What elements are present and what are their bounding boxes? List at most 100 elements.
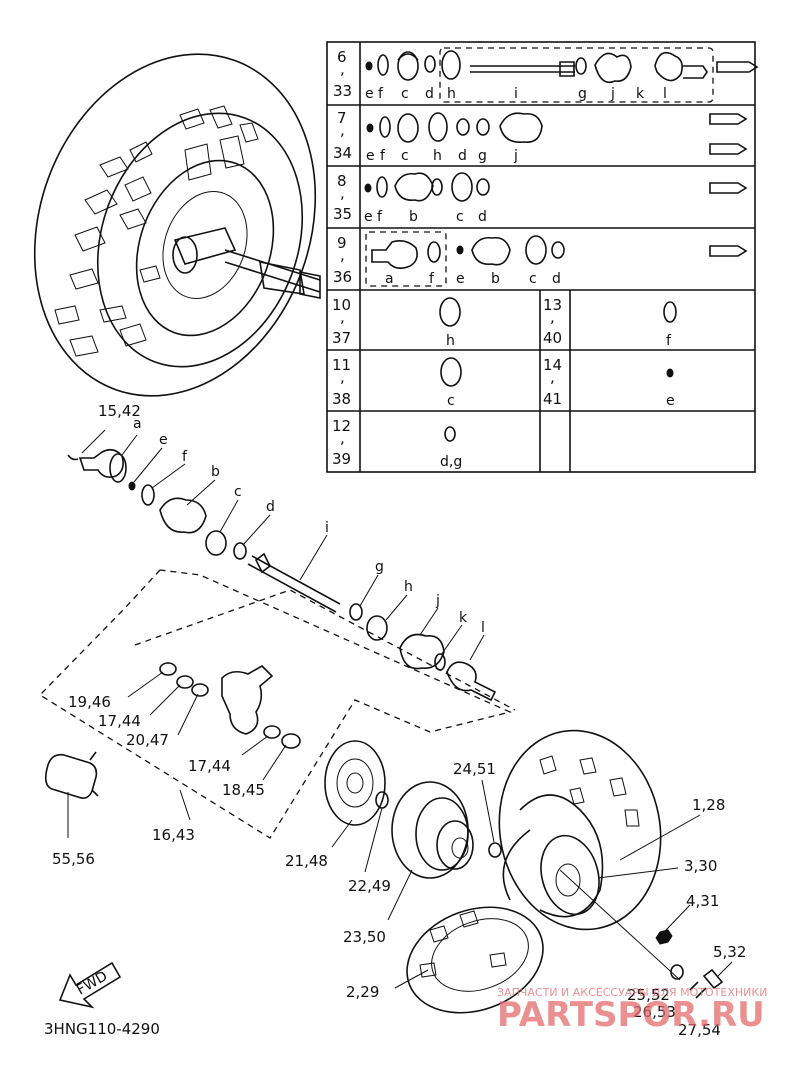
hub-leader-lines <box>331 779 733 989</box>
callout-15-42: 15,42 <box>98 402 141 420</box>
table-rows-10-14-letters: h f c e d,g <box>440 333 675 470</box>
diagram-code: 3HNG110-4290 <box>44 1020 160 1038</box>
row-6-num-b: , <box>340 60 345 78</box>
table-row-9-parts <box>365 231 748 287</box>
callout-h: h <box>404 579 413 595</box>
table-row-8-parts <box>364 172 748 202</box>
table-row-6-letters: e f c d h i g j k l <box>365 86 667 102</box>
row-7-letter: j <box>513 148 518 164</box>
row-11-num-c: 38 <box>332 390 351 408</box>
callout-23-50: 23,50 <box>343 928 386 946</box>
callout-16-43: 16,43 <box>152 826 195 844</box>
row-7-letter: g <box>478 148 487 164</box>
row-11-letter: c <box>447 393 455 409</box>
callout-e: e <box>159 432 168 448</box>
row-8-letter: c <box>456 209 464 225</box>
callout-24-51: 24,51 <box>453 760 496 778</box>
row-10-num-b: , <box>340 308 345 326</box>
callout-c: c <box>234 484 242 500</box>
row-12-num-c: 39 <box>332 450 351 468</box>
row-8-letter: d <box>478 209 487 225</box>
row-12-num-b: , <box>340 429 345 447</box>
table-row-9-letters: a f e b c d <box>385 271 561 287</box>
row-9-letter: e <box>456 271 465 287</box>
callout-55-56: 55,56 <box>52 850 95 868</box>
row-6-letter: j <box>610 86 615 102</box>
row-6-letter: c <box>401 86 409 102</box>
row-8-num-b: , <box>340 184 345 202</box>
table-row-7-parts <box>366 112 748 155</box>
row-13-num-c: 40 <box>543 329 562 347</box>
row-6-letter: e <box>365 86 374 102</box>
callout-17-44-upper: 17,44 <box>98 712 141 730</box>
table-row-7-letters: e f c h d g j <box>366 148 518 164</box>
watermark: ЗАПЧАСТИ И АКСЕССУАРЫ ДЛЯ МОТОТЕХНИКИ PA… <box>497 986 767 1035</box>
callout-labels: 15,42 a e f b c d i g h j k l 19,46 17,4… <box>52 402 746 1039</box>
callout-20-47: 20,47 <box>126 731 169 749</box>
wheel-tire-top <box>33 53 317 397</box>
parts-table <box>326 41 756 473</box>
row-12-letter: d,g <box>440 454 462 470</box>
knuckle-leader-lines <box>67 671 287 838</box>
fwd-arrow-icon: FWD <box>58 961 122 1009</box>
table-rows-10-14-parts <box>439 297 677 442</box>
row-14-letter: e <box>666 393 675 409</box>
callout-g: g <box>375 559 384 575</box>
row-7-num-b: , <box>340 121 345 139</box>
row-8-letter: e <box>364 209 373 225</box>
callout-j: j <box>435 593 440 609</box>
row-9-num-c: 36 <box>333 268 352 286</box>
row-13-letter: f <box>666 333 672 349</box>
row-8-letter: f <box>377 209 383 225</box>
row-11-num-a: 11 <box>332 356 351 374</box>
row-7-letter: c <box>401 148 409 164</box>
table-row-6-parts <box>365 47 759 103</box>
row-6-letter: h <box>447 86 456 102</box>
row-9-letter: c <box>529 271 537 287</box>
row-10-letter: h <box>446 333 455 349</box>
row-13-num-b: , <box>550 308 555 326</box>
callout-18-45: 18,45 <box>222 781 265 799</box>
row-9-num-b: , <box>340 246 345 264</box>
callout-2-29: 2,29 <box>346 983 379 1001</box>
row-10-num-a: 10 <box>332 296 351 314</box>
row-13-num-a: 13 <box>543 296 562 314</box>
callout-b: b <box>211 464 220 480</box>
knuckle-assembly <box>38 569 516 839</box>
wheel-tire-bottom <box>406 729 724 1014</box>
row-6-letter: d <box>425 86 434 102</box>
watermark-line-2: PARTSPOR.RU <box>497 995 765 1035</box>
watermark-line-1: ЗАПЧАСТИ И АКСЕССУАРЫ ДЛЯ МОТОТЕХНИКИ <box>497 986 767 999</box>
row-9-letter: f <box>429 271 435 287</box>
table-row-numbers: 6 , 33 7 , 34 8 , 35 9 , 36 10 , 37 13 ,… <box>332 48 562 468</box>
callout-1-28: 1,28 <box>692 796 725 814</box>
row-8-num-a: 8 <box>337 172 347 190</box>
callout-21-48: 21,48 <box>285 852 328 870</box>
row-6-letter: f <box>378 86 384 102</box>
row-8-num-c: 35 <box>333 205 352 223</box>
row-6-letter: g <box>578 86 587 102</box>
row-14-num-a: 14 <box>543 356 562 374</box>
axle-in-wheel <box>172 227 321 299</box>
row-6-num-c: 33 <box>333 82 352 100</box>
row-6-letter: l <box>663 86 667 102</box>
row-7-num-a: 7 <box>337 109 347 127</box>
row-14-num-c: 41 <box>543 390 562 408</box>
row-6-letter: k <box>636 86 645 102</box>
callout-f: f <box>182 449 188 465</box>
callout-27-54: 27,54 <box>678 1021 721 1039</box>
row-9-letter: a <box>385 271 394 287</box>
row-9-letter: d <box>552 271 561 287</box>
callout-5-32: 5,32 <box>713 943 746 961</box>
row-6-num-a: 6 <box>337 48 347 66</box>
brake-hub <box>391 781 502 879</box>
row-7-letter: f <box>380 148 386 164</box>
row-9-letter: b <box>491 271 500 287</box>
row-14-num-b: , <box>550 368 555 386</box>
row-12-num-a: 12 <box>332 417 351 435</box>
table-row-8-letters: e f b c d <box>364 209 487 225</box>
row-8-letter: b <box>409 209 418 225</box>
callout-i: i <box>325 520 329 536</box>
row-7-letter: d <box>458 148 467 164</box>
